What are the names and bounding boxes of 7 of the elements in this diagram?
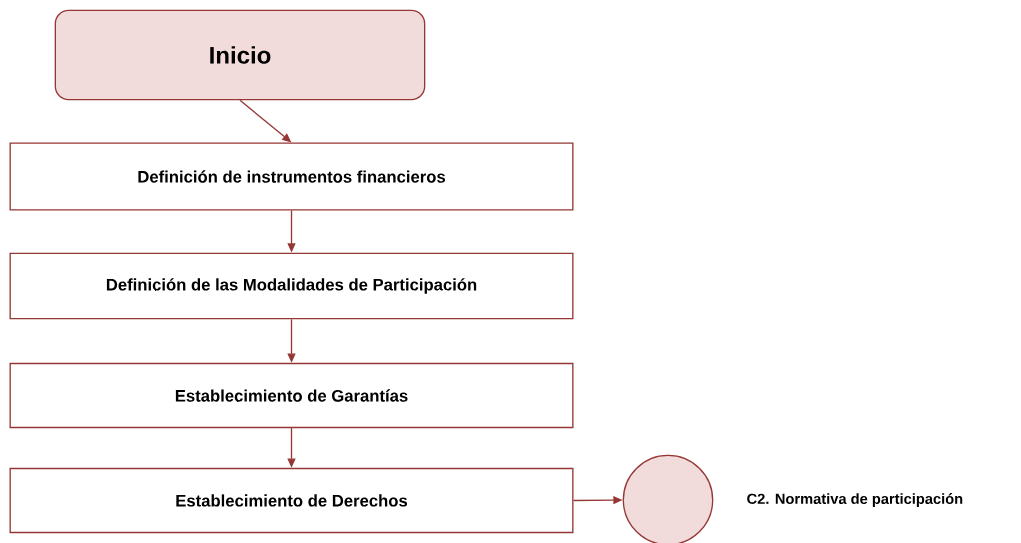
process-box: Establecimiento de Garantías (9, 362, 574, 429)
process-box: Definición de las Modalidades de Participación (9, 252, 574, 320)
annotation: C2. Normativa de participación (747, 493, 963, 507)
process-box: Establecimiento de Derechos (9, 467, 574, 534)
process-box: Definición de instrumentos financieros (9, 142, 574, 211)
connector-circle (622, 454, 714, 543)
start-box: Inicio (54, 9, 426, 101)
